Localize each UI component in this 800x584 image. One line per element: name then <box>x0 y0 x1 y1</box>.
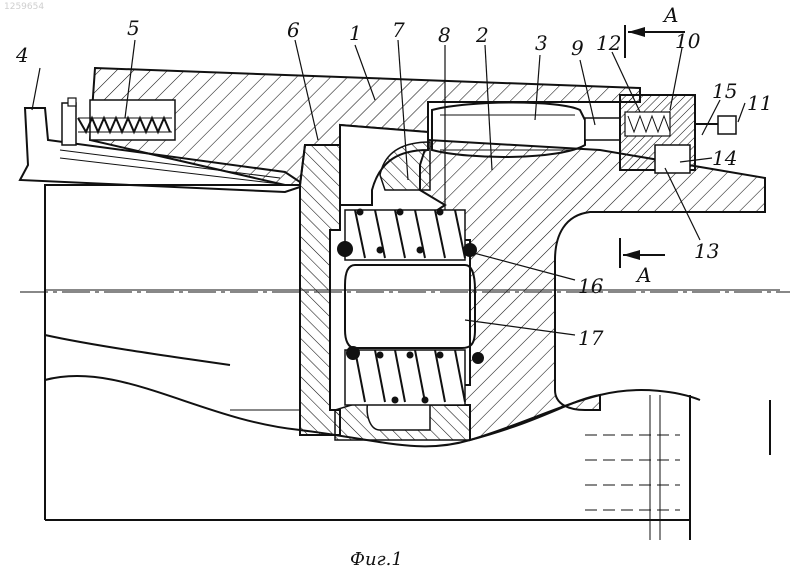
callout-15: 15 <box>712 79 737 103</box>
callout-2: 2 <box>475 23 489 47</box>
spring-lower <box>345 346 484 405</box>
callout-4: 4 <box>15 43 29 67</box>
callout-3: 3 <box>535 31 548 55</box>
callout-9: 9 <box>571 36 584 60</box>
callout-6: 6 <box>287 18 300 42</box>
callout-14: 14 <box>712 146 737 170</box>
callout-13: 13 <box>694 239 719 263</box>
figure-caption: Фиг.1 <box>350 549 403 570</box>
callout-8: 8 <box>438 23 451 47</box>
callout-10: 10 <box>675 29 701 53</box>
callout-5: 5 <box>127 16 140 40</box>
callout-12: 12 <box>596 31 621 55</box>
callout-11: 11 <box>747 91 772 115</box>
spring-part-8 <box>337 209 477 261</box>
shaft-part-17 <box>345 265 475 348</box>
callout-17: 17 <box>578 326 604 350</box>
nut-part-11 <box>718 116 736 134</box>
callout-1: 1 <box>349 21 362 45</box>
watermark-text: 1259654 <box>4 2 44 12</box>
callout-7: 7 <box>392 18 405 42</box>
section-label-top: A <box>662 3 678 27</box>
section-marker-middle: A <box>620 238 665 287</box>
callout-16: 16 <box>578 274 604 298</box>
section-label-middle: A <box>635 263 651 287</box>
